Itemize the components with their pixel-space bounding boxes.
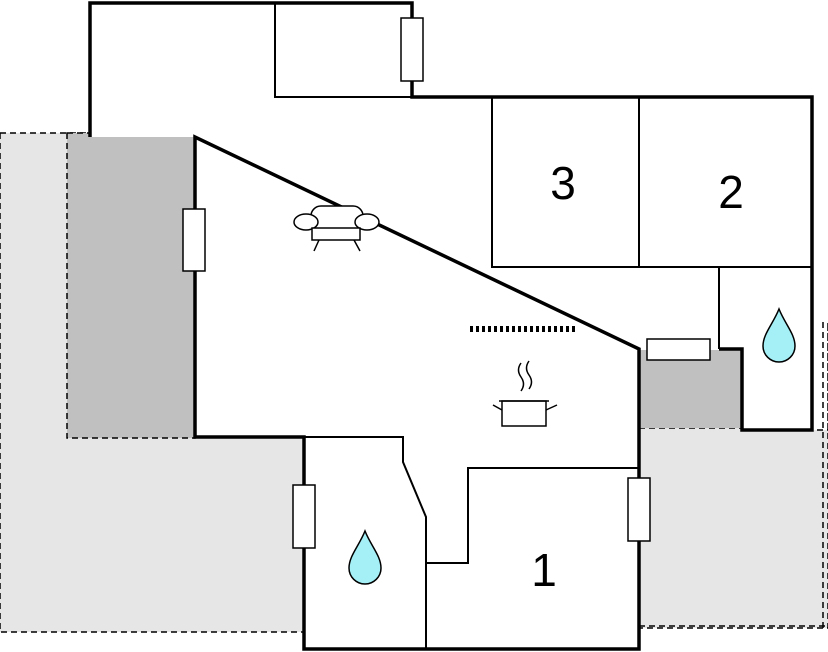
interior-walls: [274, 3, 812, 649]
covered-terrace-right: [639, 350, 742, 428]
window-right: [646, 338, 711, 361]
window-top: [400, 17, 424, 82]
window-bedroom-1: [627, 477, 651, 542]
room-label-3: 3: [550, 157, 576, 209]
water-drop-icon: [348, 528, 382, 585]
covered-terrace-left: [66, 132, 196, 439]
room-label-1: 1: [531, 544, 557, 596]
water-drop-icon: [762, 306, 796, 363]
window-left: [182, 208, 206, 272]
cooking-pot-icon: [492, 360, 558, 427]
window-bath-left: [292, 484, 316, 549]
sofa-icon: [293, 205, 380, 252]
room-label-2: 2: [718, 166, 744, 218]
windows: [182, 17, 711, 549]
